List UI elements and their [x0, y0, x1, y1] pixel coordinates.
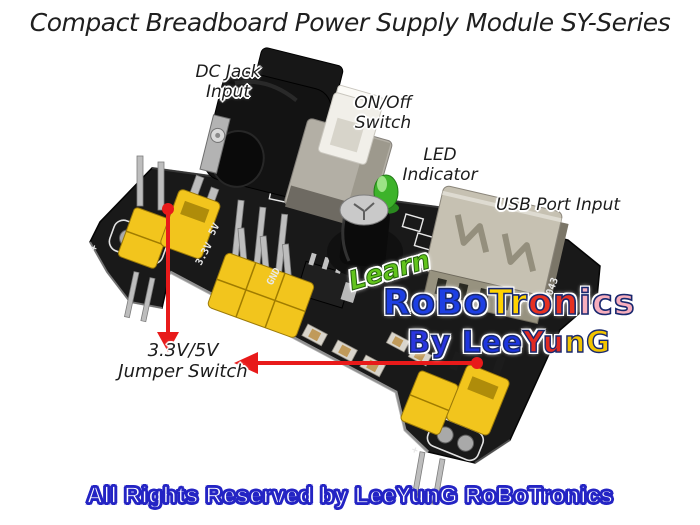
label-jumper-line1: 3.3V/5V	[147, 340, 219, 361]
label-led: LED Indicator	[378, 145, 502, 185]
watermark-letter-segment: on	[527, 283, 579, 323]
watermark-letter-segment: Yu	[522, 325, 565, 359]
label-power-switch-line2: Switch	[354, 113, 412, 134]
label-power-switch: ON/Off Switch	[318, 93, 448, 133]
watermark-letter-segment: Lee	[461, 325, 523, 359]
label-jumper-line2: Jumper Switch	[118, 361, 248, 383]
watermark-letter-segment: By	[407, 325, 463, 359]
jumper-left	[117, 155, 221, 269]
arrow-horizontal	[234, 352, 483, 374]
usb-port	[422, 185, 569, 325]
pcb-edge-highlight3	[474, 439, 511, 464]
watermark-letter-segment: Tr	[488, 283, 529, 323]
label-power-switch-line1: ON/Off	[354, 93, 412, 113]
watermark-letter-segment: ics	[578, 283, 636, 323]
arrow-vertical	[157, 203, 179, 352]
label-dc-jack: DC Jack Input	[158, 62, 298, 102]
watermark-robotronics: RoBoTronics	[382, 283, 636, 323]
breadboard-pins	[124, 271, 446, 506]
silkscreen-plus-right: +	[410, 444, 419, 456]
label-led-line2: Indicator	[402, 165, 478, 186]
label-dc-jack-line1: DC Jack	[195, 62, 261, 82]
watermark-letter-segment: RoBo	[382, 283, 489, 323]
pin-header	[207, 199, 315, 338]
copyright-footer: All Rights Reserved by LeeYunG RoBoTroni…	[86, 481, 614, 509]
label-usb: USB Port Input	[495, 195, 621, 215]
watermark-letter-segment: nG	[564, 325, 611, 359]
page-title: Compact Breadboard Power Supply Module S…	[29, 8, 671, 37]
jumper-right	[400, 348, 510, 436]
label-dc-jack-line2: Input	[205, 82, 251, 103]
watermark-byline: By LeeYunG	[407, 325, 611, 359]
label-led-line1: LED	[423, 145, 457, 165]
label-jumper: 3.3V/5V Jumper Switch	[88, 340, 278, 382]
capacitor	[327, 194, 403, 278]
silkscreen-5v: 5V	[207, 222, 222, 238]
silkscreen-plus-left: +	[89, 242, 98, 254]
